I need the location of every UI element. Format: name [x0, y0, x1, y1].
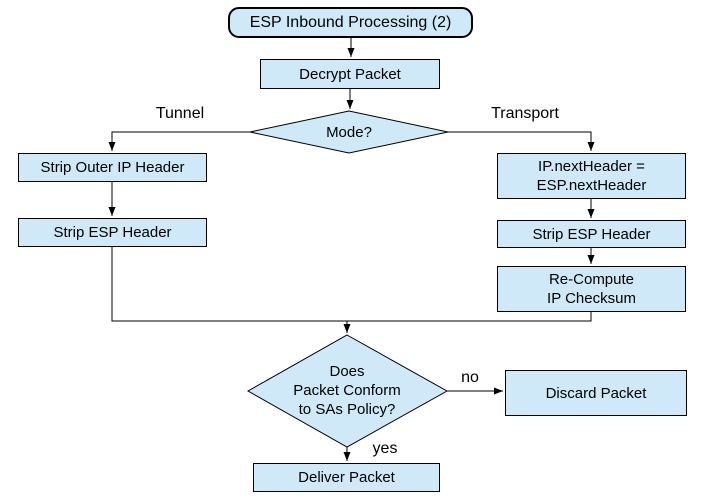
node-mode-decision-shape [249, 110, 449, 154]
node-ip-nextheader-line2: ESP.nextHeader [536, 177, 647, 194]
node-deliver-packet: Deliver Packet [253, 463, 440, 492]
node-recompute-checksum: Re-Compute IP Checksum [497, 266, 686, 312]
node-recompute-checksum-line1: Re-Compute [548, 271, 635, 288]
node-policy-decision-shape [246, 334, 449, 448]
node-policy-decision-label: Does Packet Conform to SAs Policy? [267, 362, 427, 419]
node-decrypt-packet: Decrypt Packet [260, 59, 440, 89]
edge-mode-transport [448, 131, 595, 151]
node-recompute-checksum-line2: IP Checksum [547, 290, 636, 307]
node-strip-esp-header-right: Strip ESP Header [497, 220, 686, 248]
node-title-label: ESP Inbound Processing (2) [249, 14, 452, 31]
node-strip-esp-header-left-label: Strip ESP Header [53, 224, 172, 241]
node-strip-esp-header-left: Strip ESP Header [18, 218, 207, 247]
node-policy-decision-line3: to SAs Policy? [298, 401, 396, 418]
node-strip-outer-ip-header: Strip Outer IP Header [18, 153, 207, 182]
node-title: ESP Inbound Processing (2) [228, 7, 473, 38]
node-decrypt-packet-label: Decrypt Packet [299, 65, 401, 83]
node-mode-decision-label: Mode? [326, 123, 372, 141]
node-ip-nextheader: IP.nextHeader = ESP.nextHeader [497, 153, 686, 199]
edge-label-tunnel: Tunnel [155, 105, 205, 122]
node-strip-esp-header-right-label: Strip ESP Header [532, 225, 651, 243]
edge-merge-rail [111, 247, 592, 322]
node-policy-decision-line1: Does [329, 363, 365, 380]
edge-label-no: no [461, 369, 479, 386]
edge-label-transport: Transport [491, 105, 559, 122]
node-strip-outer-ip-header-label: Strip Outer IP Header [40, 159, 185, 176]
edge-label-yes: yes [372, 440, 398, 457]
node-deliver-packet-label: Deliver Packet [298, 469, 395, 486]
node-policy-decision-line2: Packet Conform [293, 382, 401, 399]
node-discard-packet-label: Discard Packet [545, 384, 647, 402]
node-ip-nextheader-line1: IP.nextHeader = [538, 158, 645, 175]
node-discard-packet: Discard Packet [505, 370, 687, 416]
edge-mode-tunnel [108, 131, 250, 151]
